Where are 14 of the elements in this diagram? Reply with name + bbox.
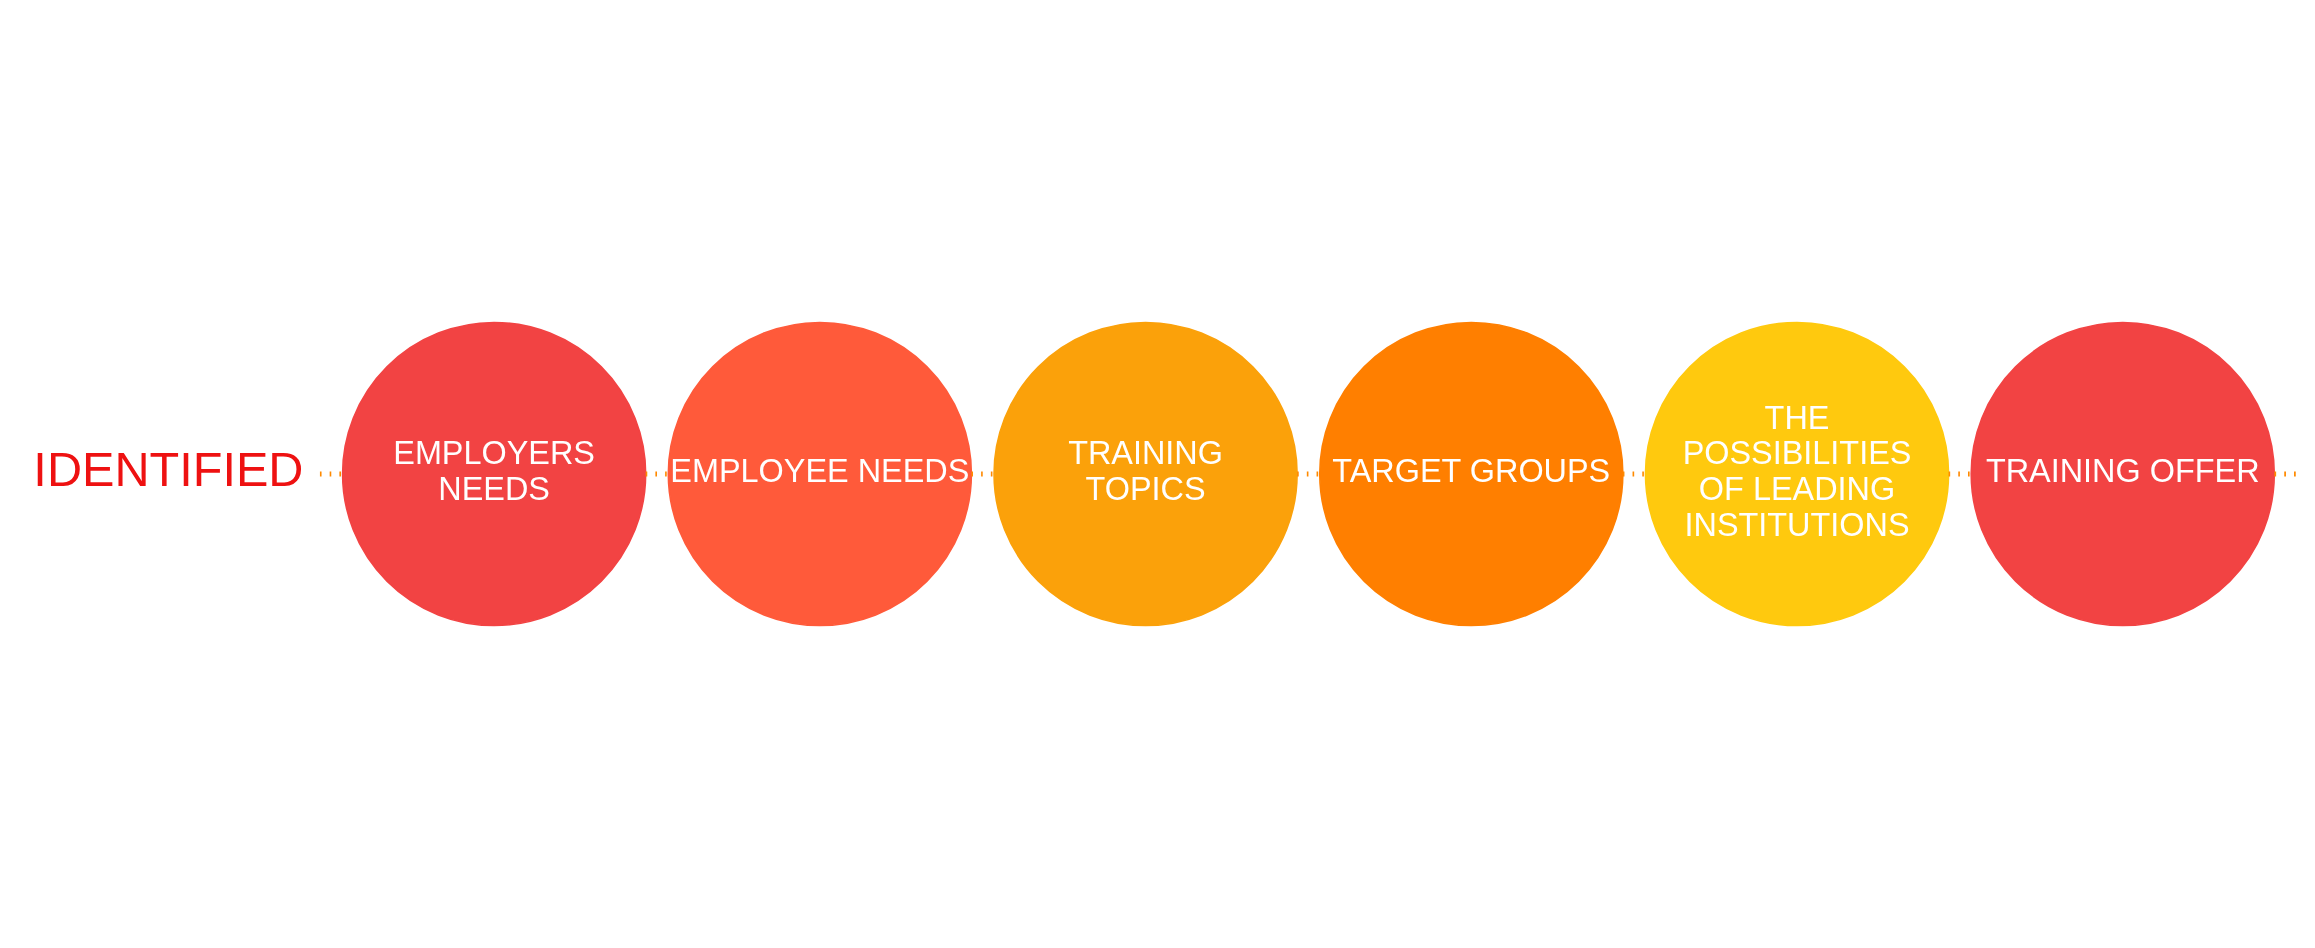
connector [645, 471, 668, 477]
node-circle: EMPLOYERS NEEDS [341, 321, 647, 627]
connector [319, 471, 343, 477]
connector [1622, 471, 1646, 477]
node-circle: TRAINING OFFER [1970, 321, 2276, 627]
node-circle: TRAINING TOPICS [993, 321, 1298, 627]
connector [1948, 471, 1971, 477]
node-circle: THE POSSIBILITIES OF LEADING INSTITUTIONS [1644, 321, 1950, 627]
node-circle: EMPLOYEE NEEDS [667, 321, 973, 627]
connector [2274, 471, 2297, 477]
connector [971, 471, 994, 477]
node-text: IDENTIFIED [33, 442, 304, 497]
connector [1297, 471, 1320, 477]
node-circle: TARGET GROUPS [1318, 321, 1624, 627]
